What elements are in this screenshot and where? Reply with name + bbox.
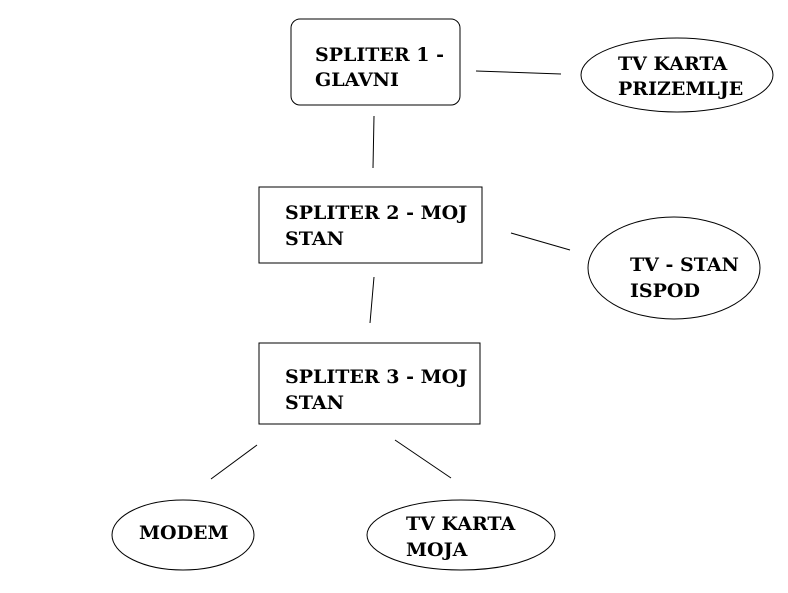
node-tv-stan-ispod-line1: TV - STAN <box>630 254 739 276</box>
connector-spliter3-tv-moja <box>394 439 452 479</box>
node-spliter-1-line2: GLAVNI <box>315 69 399 91</box>
connector-spliter2-tv-stan-ispod <box>510 232 571 251</box>
node-modem: MODEM <box>111 499 255 571</box>
node-spliter-2: SPLITER 2 - MOJ STAN <box>258 186 483 264</box>
node-tv-karta-prizemlje-line2: PRIZEMLJE <box>618 78 743 100</box>
node-tv-stan-ispod-line2: ISPOD <box>630 280 700 302</box>
node-spliter-3-line1: SPLITER 3 - MOJ <box>285 366 467 388</box>
node-tv-karta-prizemlje: TV KARTA PRIZEMLJE <box>580 37 774 113</box>
node-tv-stan-ispod: TV - STAN ISPOD <box>587 216 761 320</box>
node-tv-karta-moja: TV KARTA MOJA <box>366 499 556 571</box>
node-spliter-3-line2: STAN <box>285 392 344 414</box>
connector-spliter2-spliter3 <box>369 276 375 324</box>
connector-spliter1-spliter2 <box>372 115 375 169</box>
connector-spliter3-modem <box>210 444 258 480</box>
node-tv-karta-moja-line2: MOJA <box>406 539 468 561</box>
connector-spliter1-tv-prizemlje <box>475 70 562 75</box>
node-spliter-2-line1: SPLITER 2 - MOJ <box>285 202 467 224</box>
node-spliter-3: SPLITER 3 - MOJ STAN <box>258 342 481 425</box>
node-spliter-1-line1: SPLITER 1 - <box>315 44 444 66</box>
node-spliter-2-line2: STAN <box>285 228 344 250</box>
node-spliter-1: SPLITER 1 - GLAVNI <box>290 18 461 106</box>
node-tv-karta-moja-line1: TV KARTA <box>406 513 516 535</box>
node-tv-karta-prizemlje-line1: TV KARTA <box>618 53 728 75</box>
node-modem-line1: MODEM <box>139 522 229 544</box>
